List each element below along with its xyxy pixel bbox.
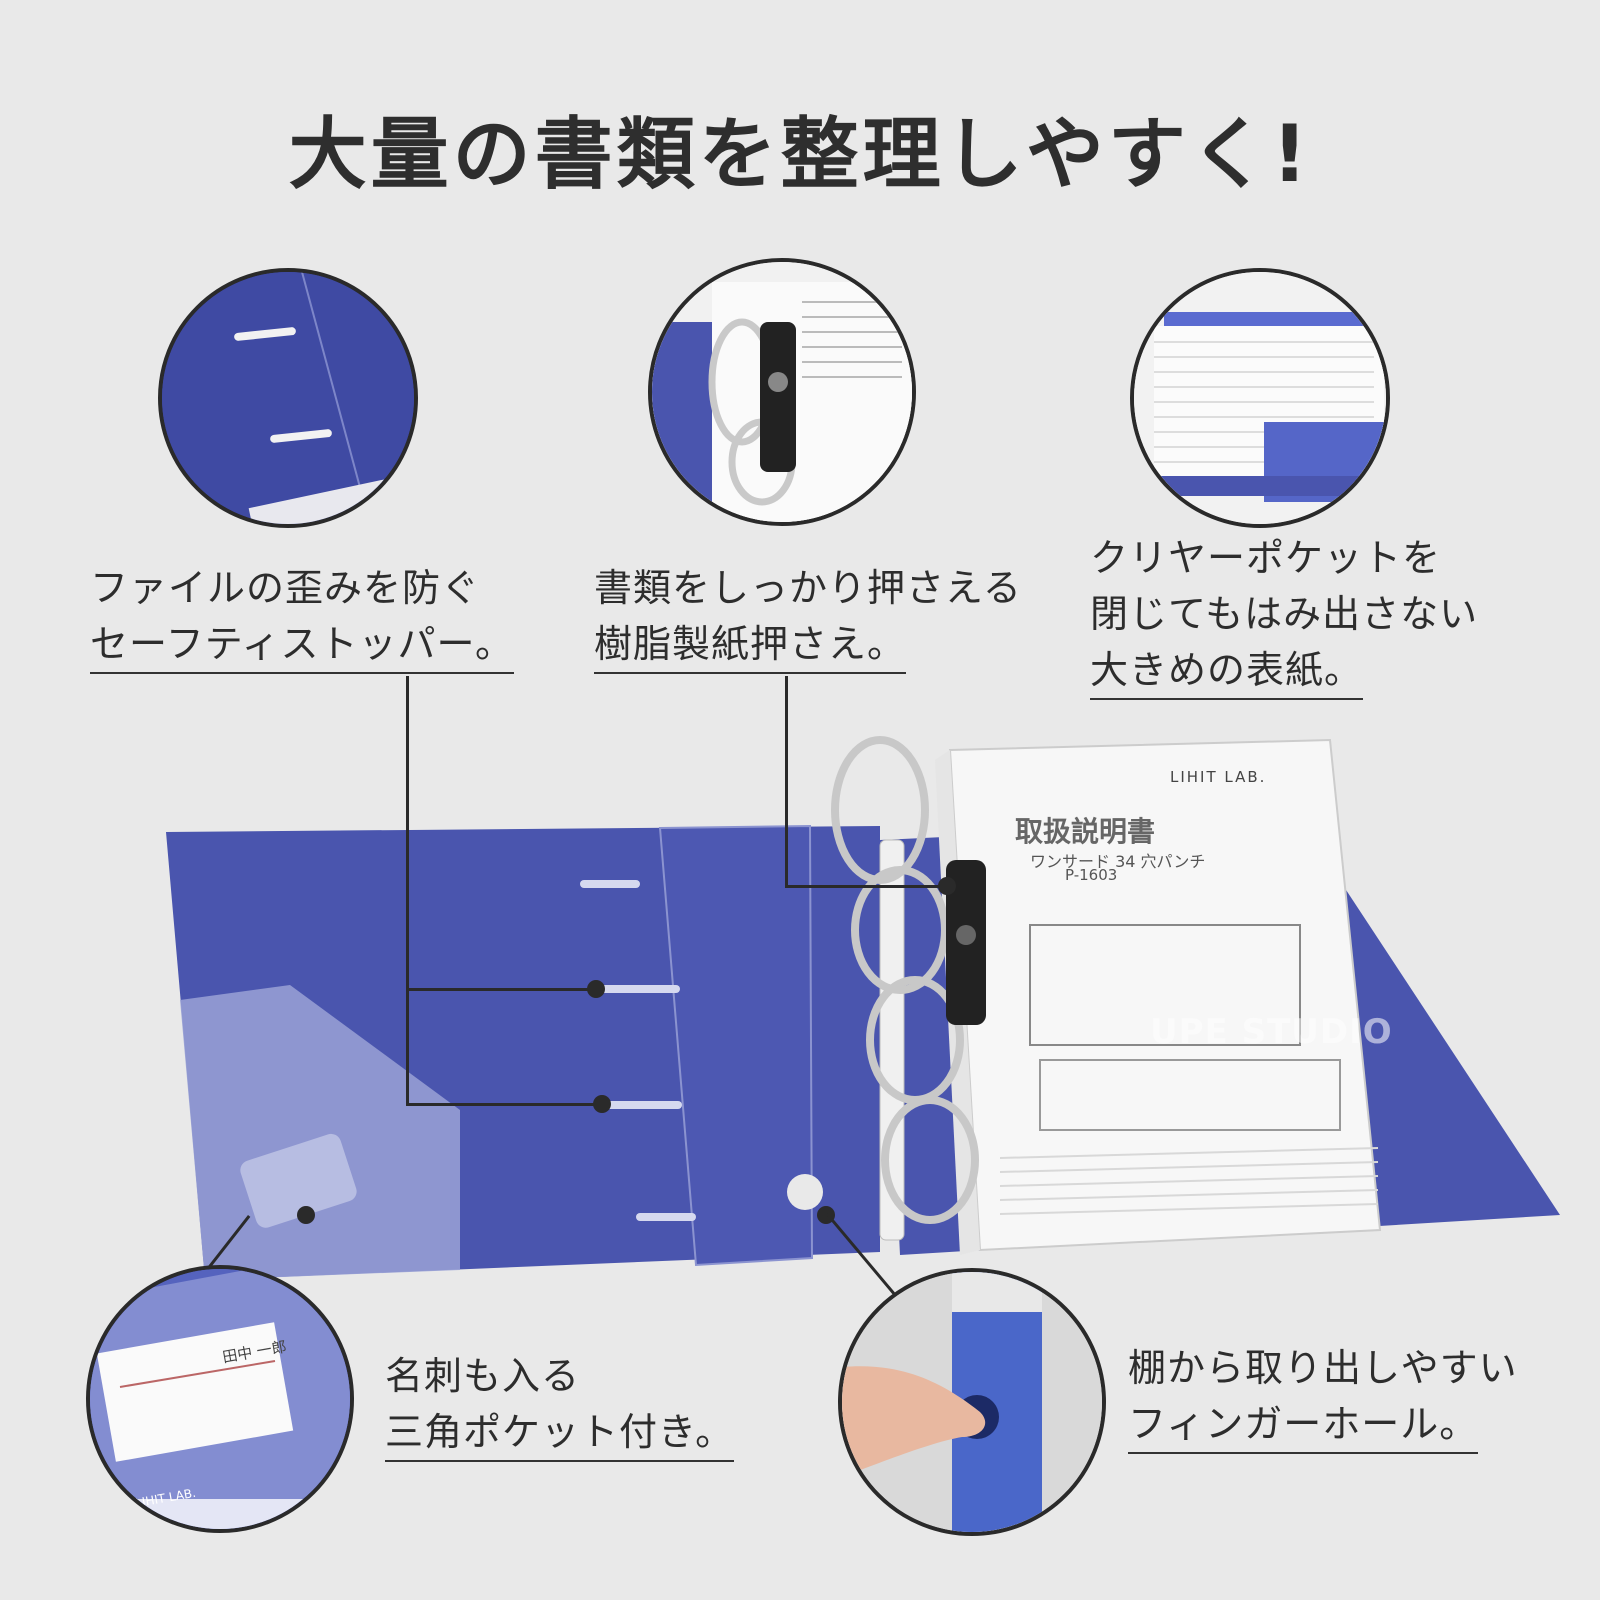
connector-stopper-h1 [406, 988, 596, 991]
connector-stopper-v [406, 676, 409, 1106]
finger-hole-closeup-image [838, 1268, 1106, 1536]
cover-caption-line2: 閉じてもはみ出さない [1090, 592, 1479, 636]
page-title: 大量の書類を整理しやすく! [288, 110, 1312, 200]
holder-caption-line2: 樹脂製紙押さえ。 [594, 616, 907, 674]
connector-stopper-h2 [406, 1103, 602, 1106]
stopper-marker-dot-1 [587, 980, 605, 998]
holder-caption-line1: 書類をしっかり押さえる [594, 566, 1022, 610]
finger-hole-caption-line1: 棚から取り出しやすい [1128, 1346, 1518, 1390]
cover-caption: クリヤーポケットを 閉じてもはみ出さない 大きめの表紙。 [1090, 530, 1478, 700]
finger-hole-caption: 棚から取り出しやすい フィンガーホール。 [1128, 1340, 1518, 1454]
manual-subtitle: ワンサード 34 穴パンチ [1030, 852, 1206, 871]
stopper-caption-line1: ファイルの歪みを防ぐ [90, 566, 481, 610]
pocket-caption-line1: 名刺も入る [385, 1354, 581, 1398]
stopper-marker-dot-2 [593, 1095, 611, 1113]
stopper-closeup-image [158, 268, 418, 528]
cover-caption-line1: クリヤーポケットを [1090, 536, 1442, 580]
manual-title: 取扱説明書 [1015, 815, 1156, 848]
manual-brand: LIHIT LAB. [1170, 768, 1267, 786]
card-pocket-closeup-image: 田中 一郎 LIHIT LAB. [86, 1265, 354, 1533]
pocket-marker-dot [297, 1206, 315, 1224]
holder-caption: 書類をしっかり押さえる 樹脂製紙押さえ。 [594, 560, 1022, 674]
paper-holder-closeup-image [648, 258, 916, 526]
pocket-caption: 名刺も入る 三角ポケット付き。 [385, 1348, 735, 1462]
connector-holder-h [785, 885, 945, 888]
cover-closeup-image [1130, 268, 1390, 528]
stopper-caption-line2: セーフティストッパー。 [90, 616, 515, 674]
cover-caption-line3: 大きめの表紙。 [1090, 642, 1364, 700]
connector-holder-v [785, 676, 788, 888]
manual-model: P-1603 [1065, 866, 1118, 884]
finger-hole-caption-line2: フィンガーホール。 [1128, 1396, 1479, 1454]
stopper-caption: ファイルの歪みを防ぐ セーフティストッパー。 [90, 560, 515, 674]
watermark: UPE STUDIO [1150, 1012, 1393, 1052]
pocket-caption-line2: 三角ポケット付き。 [385, 1404, 735, 1462]
holder-marker-dot [938, 877, 956, 895]
